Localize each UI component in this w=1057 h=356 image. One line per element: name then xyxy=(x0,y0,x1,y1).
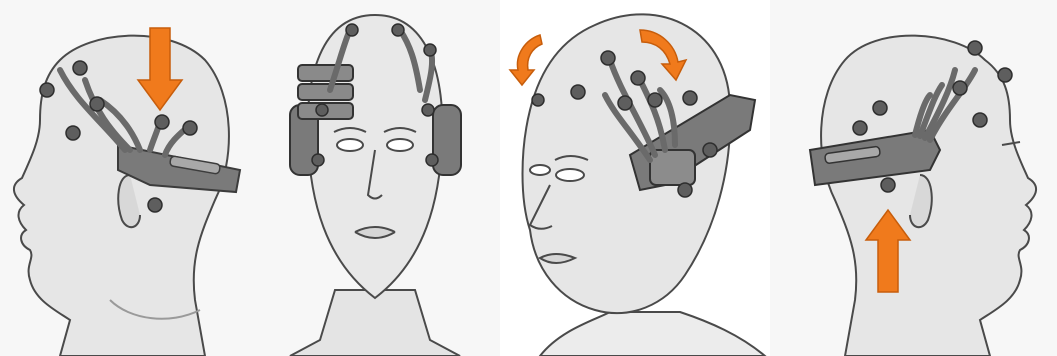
front-illustration xyxy=(250,0,500,356)
left-profile-illustration xyxy=(0,0,250,356)
right-profile-illustration xyxy=(770,0,1057,356)
panel-left-profile xyxy=(0,0,250,356)
panel-front xyxy=(250,0,500,356)
right-pad xyxy=(433,105,461,175)
panel-three-quarter xyxy=(500,0,770,356)
three-quarter-illustration xyxy=(500,0,770,356)
panel-right-profile xyxy=(770,0,1057,356)
